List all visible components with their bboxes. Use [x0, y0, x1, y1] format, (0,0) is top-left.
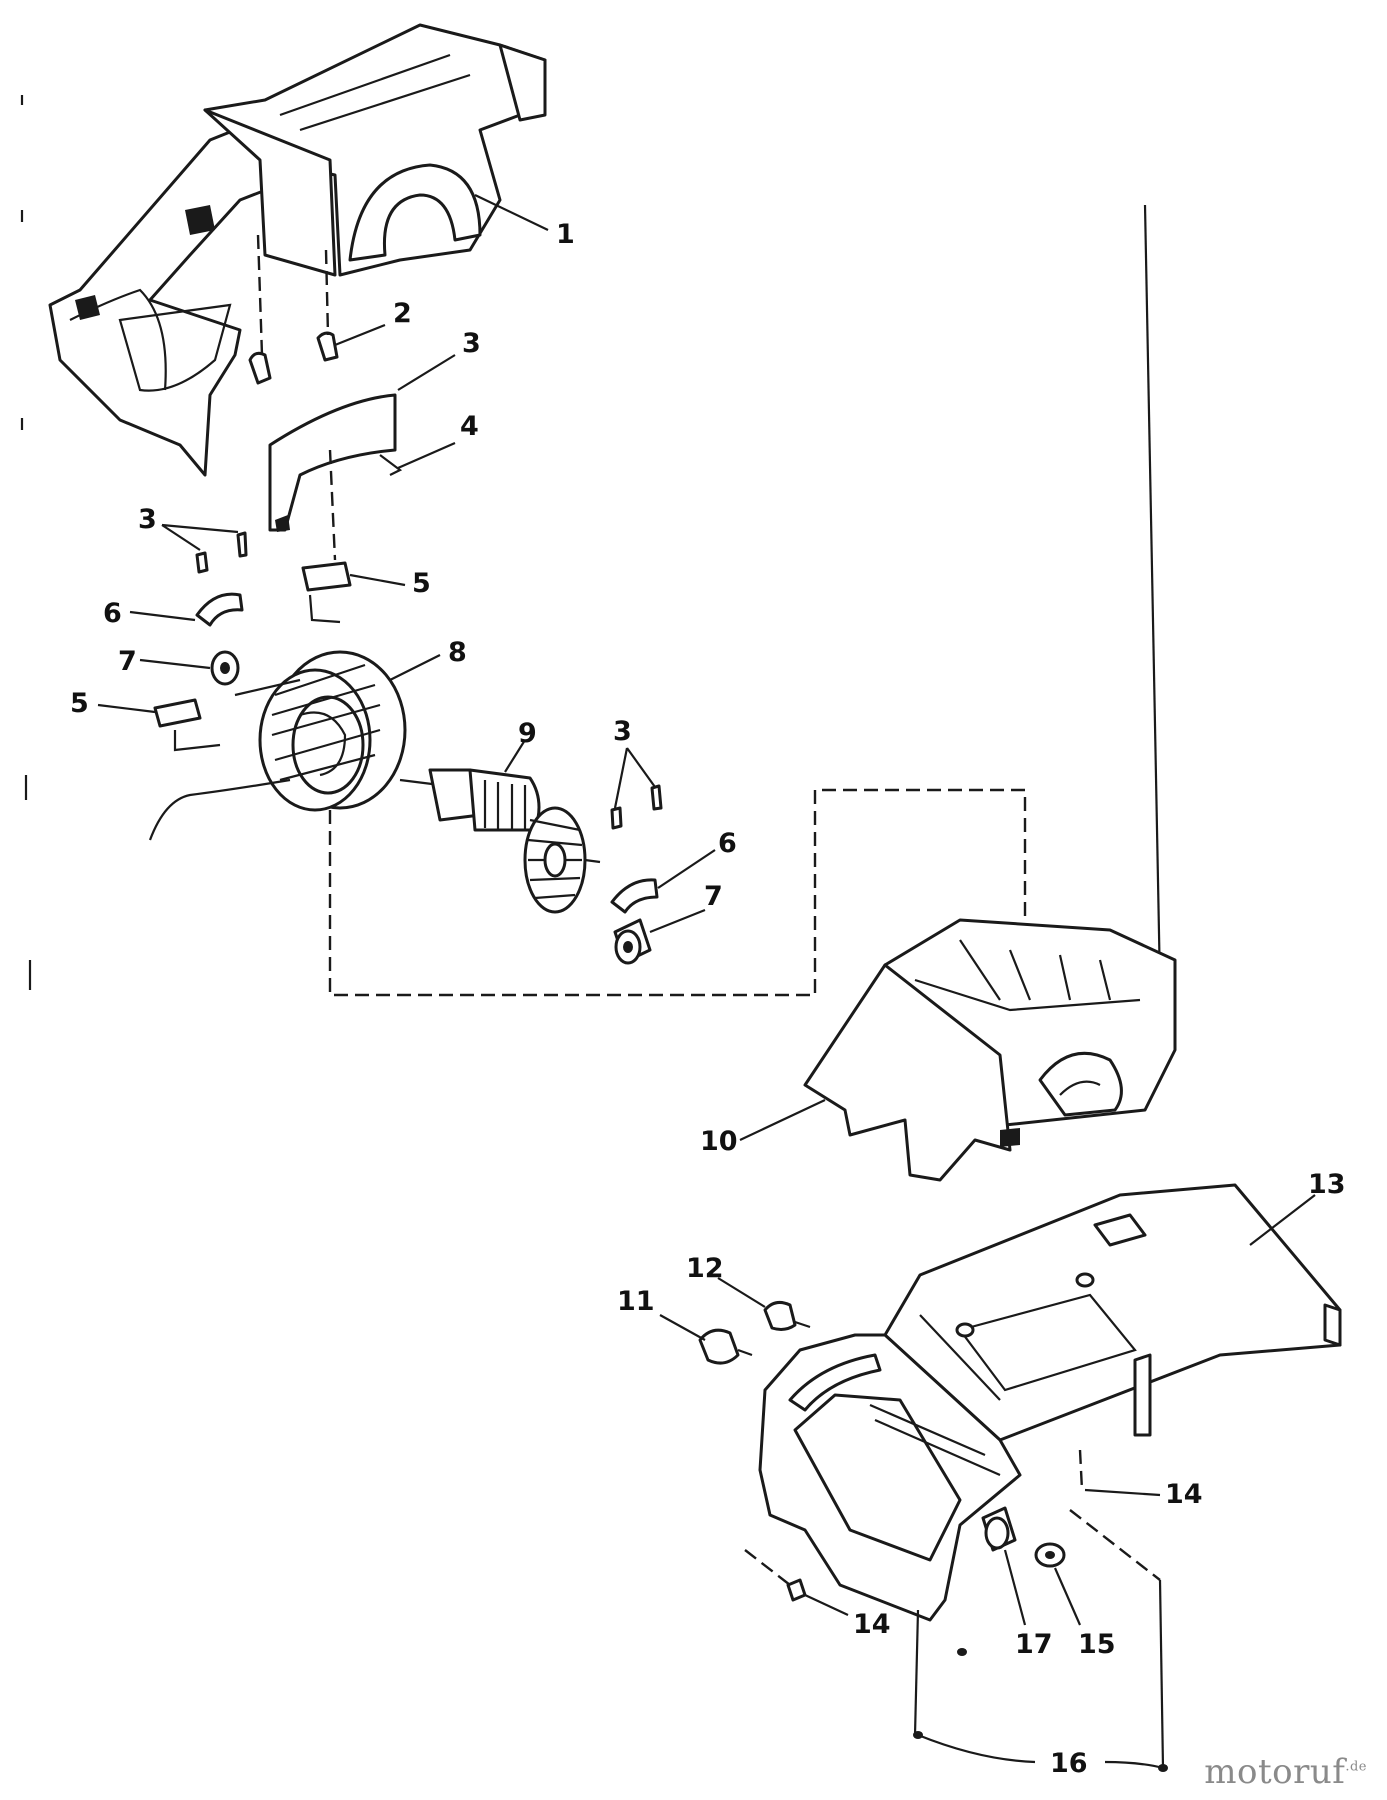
- part-8-field-coil: [148, 650, 407, 841]
- callout-7-left: 7: [118, 646, 137, 677]
- callout-15: 15: [1078, 1629, 1116, 1660]
- callout-12: 12: [686, 1253, 724, 1284]
- part-17-bushing: [981, 1506, 1017, 1552]
- callout-5-upper: 5: [412, 568, 431, 599]
- part-7-bearing-left: [210, 650, 240, 686]
- dash-14a: [1078, 1449, 1084, 1491]
- callout-16: 16: [1050, 1748, 1088, 1779]
- callout-4: 4: [460, 411, 479, 442]
- callout-7-right: 7: [704, 881, 723, 912]
- leader-6b: [657, 849, 716, 889]
- leader-9: [504, 739, 526, 773]
- callout-13: 13: [1308, 1169, 1346, 1200]
- leader-13: [1249, 1194, 1316, 1246]
- part-11-knob: [698, 1328, 753, 1365]
- leader-16: [917, 1733, 1164, 1770]
- dash-14b: [744, 1549, 791, 1586]
- callout-2: 2: [393, 298, 412, 329]
- leader-6a: [129, 610, 196, 622]
- dash-assembly-path: [328, 788, 1027, 997]
- leader-15: [1053, 1567, 1082, 1626]
- callout-9: 9: [518, 718, 537, 749]
- leader-3b-a: [161, 524, 201, 551]
- leader-5a: [349, 573, 406, 587]
- part-front-guard: [758, 1333, 1022, 1622]
- part-5-brush-lower: [153, 698, 221, 752]
- screw-16c: [1158, 1764, 1168, 1772]
- leader-17: [1003, 1549, 1027, 1626]
- leader-14b: [804, 1594, 849, 1616]
- callout-labels: 1 2 3 4 3 5 6 8 7 5 9 3 6 7 10 13 12 11 …: [70, 219, 1346, 1779]
- callout-6-left: 6: [103, 598, 122, 629]
- leader-10: [739, 1099, 826, 1141]
- site-watermark: motoruf.de: [1204, 1752, 1367, 1792]
- leader-5b: [97, 703, 156, 714]
- leader-11: [659, 1314, 706, 1341]
- part-9-armature: [399, 768, 601, 914]
- part-6-bracket-left: [195, 592, 244, 627]
- part-5-brush-upper: [301, 561, 352, 624]
- dash-4: [328, 449, 337, 561]
- callout-14-left: 14: [853, 1609, 891, 1640]
- leader-7a: [139, 658, 211, 670]
- callout-8: 8: [448, 637, 467, 668]
- scan-marks: [20, 95, 32, 990]
- leader-7b: [649, 908, 706, 934]
- callout-3-right: 3: [613, 716, 632, 747]
- part-13-base-plate: [883, 1183, 1342, 1442]
- leader-4: [397, 441, 456, 470]
- dash-16a: [1069, 1509, 1161, 1581]
- part-3-screws-right: [610, 784, 663, 830]
- watermark-suffix: .de: [1345, 1759, 1367, 1775]
- leader-14a: [1084, 1488, 1161, 1497]
- leader-8: [389, 654, 441, 681]
- part-3-screws-left: [195, 531, 248, 574]
- part-7-bearing-right: [613, 918, 652, 965]
- callout-1: 1: [556, 219, 575, 250]
- part-12-knob: [763, 1300, 811, 1331]
- callout-10: 10: [700, 1126, 738, 1157]
- leader-3c-a: [613, 747, 629, 809]
- leader-3b-b: [161, 523, 239, 534]
- part-10-motor-housing: [803, 918, 1177, 1182]
- long-guide-line: [1143, 204, 1162, 986]
- leader-3a: [397, 354, 456, 391]
- callout-17: 17: [1015, 1629, 1053, 1660]
- callout-3-top: 3: [462, 328, 481, 359]
- screw-16b: [913, 1731, 923, 1739]
- line-16-left-v: [913, 1609, 920, 1736]
- leader-3c-b: [626, 747, 656, 788]
- part-6-bracket-right: [610, 878, 659, 914]
- leader-2: [334, 323, 386, 347]
- dash-2a: [256, 234, 264, 356]
- screw-16a: [957, 1648, 967, 1656]
- leader-12: [717, 1277, 766, 1308]
- callout-3-left: 3: [138, 504, 157, 535]
- part-4-cover: [268, 393, 403, 532]
- part-14-screw-lower: [786, 1578, 807, 1602]
- dash-2b: [324, 249, 330, 336]
- leader-1: [474, 194, 549, 231]
- callout-6-right: 6: [718, 828, 737, 859]
- callout-14-right: 14: [1165, 1479, 1203, 1510]
- part-2-screws: [248, 331, 339, 385]
- part-1-upper-housing: [48, 23, 547, 477]
- callout-5-lower: 5: [70, 688, 89, 719]
- line-16-right-v: [1158, 1579, 1165, 1769]
- watermark-name: motoruf: [1204, 1752, 1346, 1792]
- callout-11: 11: [617, 1286, 655, 1317]
- part-15-washer: [1034, 1542, 1066, 1568]
